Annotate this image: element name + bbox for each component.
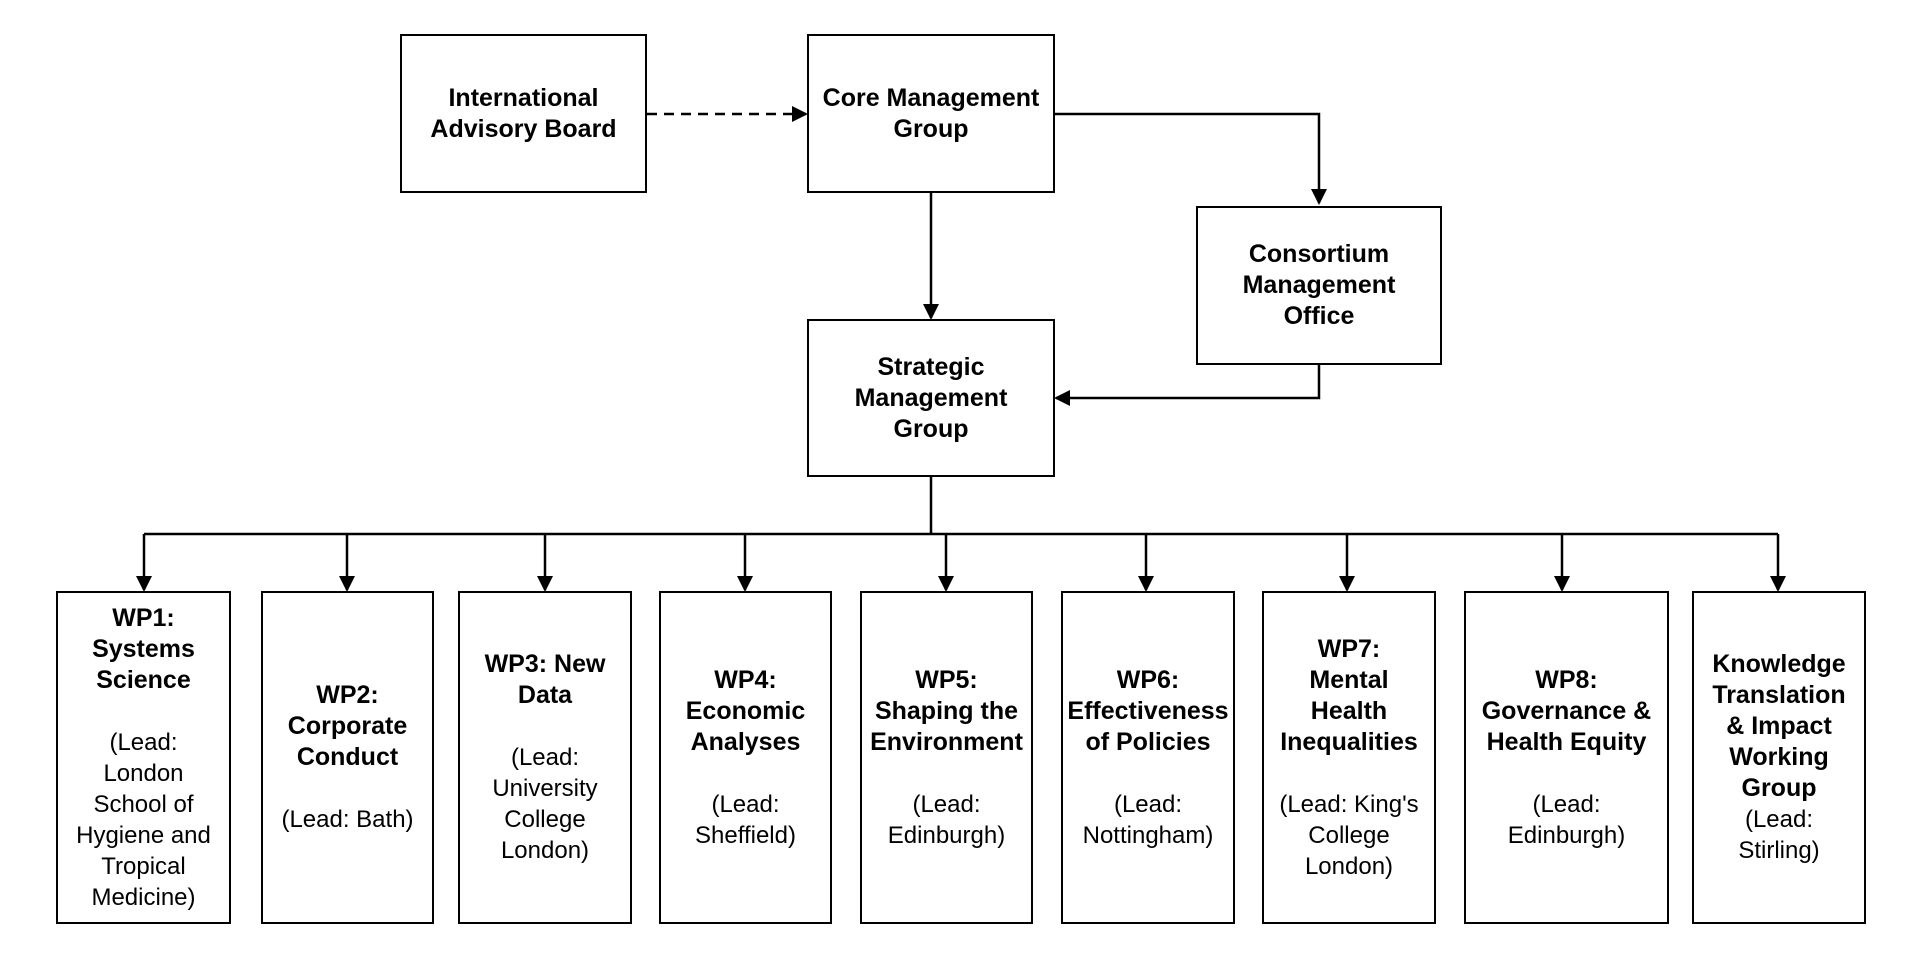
- core-to-consortium-arrow: [1055, 112, 1327, 205]
- wp4-lead: (Lead: Sheffield): [695, 790, 796, 849]
- wp6-lead: (Lead: Nottingham): [1082, 790, 1214, 849]
- consortium-office-label: Consortium Management Office: [1242, 240, 1396, 330]
- wp5-title: WP5: Shaping the Environment: [870, 665, 1023, 756]
- strategic-management-label: Strategic Management Group: [854, 352, 1008, 443]
- wp2-box: WP2: Corporate Conduct (Lead: Bath): [261, 591, 434, 924]
- wp6-box: WP6: Effectiveness of Policies (Lead: No…: [1061, 591, 1235, 924]
- wp5-lead: (Lead: Edinburgh): [887, 790, 1006, 849]
- wp1-title: WP1: Systems Science: [92, 603, 195, 694]
- wp8-box: WP8: Governance & Health Equity (Lead: E…: [1464, 591, 1669, 924]
- wp2-lead: (Lead: Bath): [281, 806, 414, 833]
- wp8-title: WP8: Governance & Health Equity: [1481, 665, 1652, 756]
- wp1-lead: (Lead: London School of Hygiene and Trop…: [76, 728, 211, 911]
- wp8-lead: (Lead: Edinburgh): [1507, 790, 1626, 849]
- wp5-box: WP5: Shaping the Environment (Lead: Edin…: [860, 591, 1033, 924]
- consortium-to-strategic-arrow: [1054, 365, 1321, 406]
- advisory-board-box: International Advisory Board: [400, 34, 647, 193]
- wp3-lead: (Lead: University College London): [492, 744, 598, 864]
- wp3-title: WP3: New Data: [484, 650, 606, 709]
- wp7-box: WP7: Mental Health Inequalities (Lead: K…: [1262, 591, 1436, 924]
- wp4-box: WP4: Economic Analyses (Lead: Sheffield): [659, 591, 832, 924]
- consortium-office-box: Consortium Management Office: [1196, 206, 1442, 365]
- wp7-title: WP7: Mental Health Inequalities: [1280, 634, 1418, 756]
- advisory-board-label: International Advisory Board: [430, 83, 617, 143]
- wp1-box: WP1: Systems Science (Lead: London Schoo…: [56, 591, 231, 924]
- wp4-title: WP4: Economic Analyses: [685, 665, 806, 756]
- knowledge-translation-title: Knowledge Translation & Impact Working G…: [1712, 650, 1846, 802]
- wp7-lead: (Lead: King's College London): [1279, 790, 1419, 880]
- strategic-management-box: Strategic Management Group: [807, 319, 1055, 477]
- knowledge-translation-lead: (Lead: Stirling): [1738, 806, 1820, 864]
- wp2-title: WP2: Corporate Conduct: [287, 681, 408, 771]
- core-management-box: Core Management Group: [807, 34, 1055, 193]
- knowledge-translation-box: Knowledge Translation & Impact Working G…: [1692, 591, 1866, 924]
- wp6-title: WP6: Effectiveness of Policies: [1067, 665, 1229, 756]
- core-management-label: Core Management Group: [822, 83, 1040, 143]
- wp3-box: WP3: New Data (Lead: University College …: [458, 591, 632, 924]
